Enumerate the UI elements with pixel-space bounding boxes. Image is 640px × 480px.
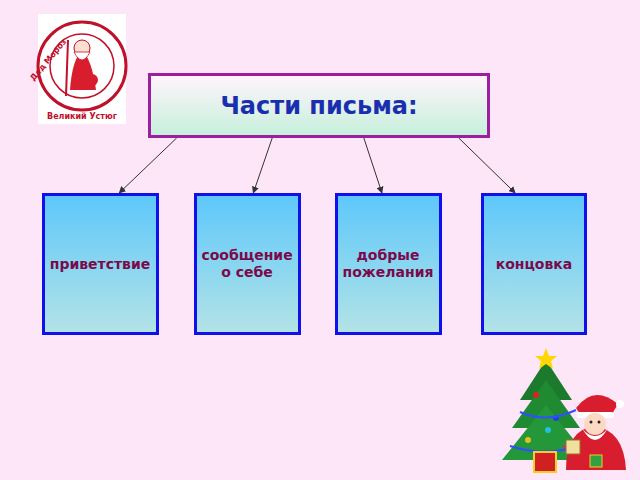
logo-emblem — [38, 14, 126, 124]
logo-text: Великий Устюг — [47, 112, 117, 121]
part-box: приветствие — [42, 193, 159, 335]
part-box: концовка — [481, 193, 587, 335]
connector-arrow — [459, 138, 515, 193]
part-box: сообщение о себе — [194, 193, 301, 335]
box-text: концовка — [496, 256, 573, 273]
connector-arrow — [119, 138, 176, 193]
box-text: добрые пожелания — [343, 247, 434, 281]
connector-arrow — [364, 138, 382, 193]
box-text: сообщение о себе — [201, 247, 292, 281]
santa-figure — [566, 395, 626, 470]
christmas-tree — [502, 348, 590, 472]
title-box: Части письма: — [148, 73, 490, 138]
connector-arrow — [253, 138, 272, 193]
box-text: Части письма: — [220, 92, 417, 120]
part-box: добрые пожелания — [335, 193, 442, 335]
box-text: приветствие — [50, 256, 151, 273]
